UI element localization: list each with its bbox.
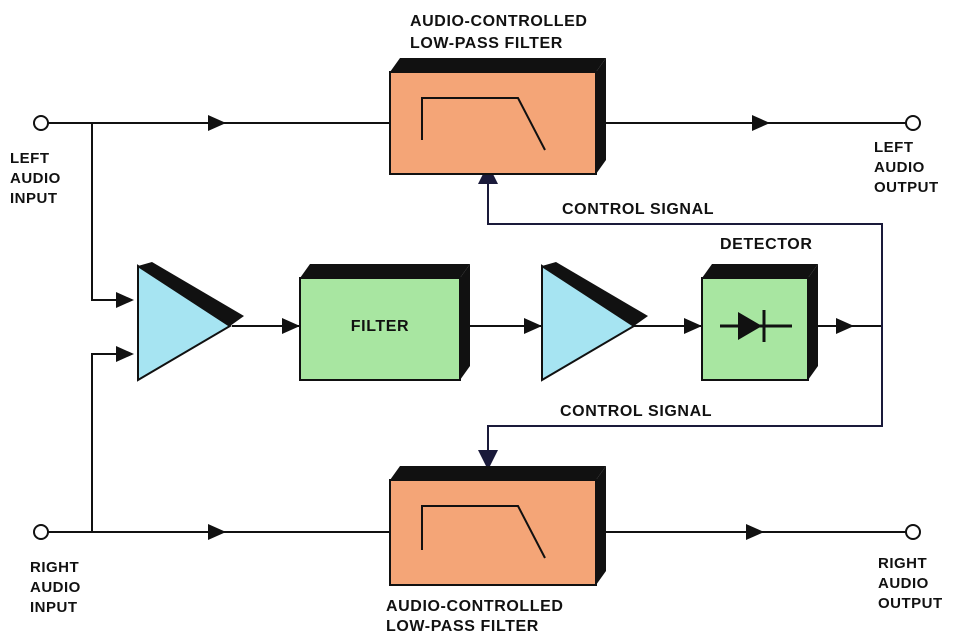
amp2-to-detector-arrow [684, 318, 702, 334]
filter-label: FILTER [351, 318, 409, 335]
right-input-label-line1: RIGHT [30, 559, 79, 576]
lowpass-response-icon [421, 97, 546, 151]
top-filter-title-line2: LOW-PASS FILTER [410, 35, 563, 52]
left-output-label-line1: LEFT [874, 139, 914, 156]
wires [48, 115, 907, 540]
top-lowpass-filter-block [389, 58, 606, 175]
right-output-label-line2: AUDIO [878, 575, 929, 592]
right-input-arrow [208, 524, 226, 540]
left-output-terminal [905, 115, 921, 131]
right-tap-arrow [116, 346, 134, 362]
lowpass-response-icon [421, 505, 546, 559]
bottom-filter-face [389, 479, 597, 586]
detector-output-arrow [836, 318, 854, 334]
right-output-label-line3: OUTPUT [878, 595, 943, 612]
left-input-arrow [208, 115, 226, 131]
right-input-label-line2: AUDIO [30, 579, 81, 596]
right-output-label-line1: RIGHT [878, 555, 927, 572]
filter-block: FILTER [299, 264, 470, 381]
amplifier-icon [541, 264, 636, 382]
detector-amplifier [541, 262, 648, 382]
left-tap-wire [91, 123, 132, 301]
left-output-label-line2: AUDIO [874, 159, 925, 176]
right-input-label-line3: INPUT [30, 599, 78, 616]
top-filter-title-line1: AUDIO-CONTROLLED [410, 13, 588, 30]
control-signal-top-wire [478, 164, 883, 326]
control-signal-top-label: CONTROL SIGNAL [562, 201, 714, 218]
input-summing-amplifier [137, 262, 244, 382]
control-signal-bottom-label: CONTROL SIGNAL [560, 403, 712, 420]
amp1-to-filter-arrow [282, 318, 300, 334]
right-input-terminal [33, 524, 49, 540]
top-filter-face [389, 71, 597, 175]
amplifier-icon [137, 264, 232, 382]
right-output-arrow [746, 524, 764, 540]
left-input-label-line1: LEFT [10, 150, 50, 167]
diode-icon [720, 310, 792, 342]
bottom-lowpass-filter-block [389, 466, 606, 586]
left-output-label-line3: OUTPUT [874, 179, 939, 196]
detector-title: DETECTOR [720, 236, 813, 253]
left-input-terminal [33, 115, 49, 131]
filter-to-amp2-arrow [524, 318, 542, 334]
control-signal-bottom-wire [478, 326, 883, 470]
bottom-filter-title-line2: LOW-PASS FILTER [386, 618, 539, 631]
detector-block [701, 264, 818, 381]
left-output-arrow [752, 115, 770, 131]
right-tap-wire [91, 353, 132, 532]
left-tap-arrow [116, 292, 134, 308]
left-input-label-line2: AUDIO [10, 170, 61, 187]
left-input-label-line3: INPUT [10, 190, 58, 207]
right-output-terminal [905, 524, 921, 540]
bottom-filter-title-line1: AUDIO-CONTROLLED [386, 598, 564, 615]
